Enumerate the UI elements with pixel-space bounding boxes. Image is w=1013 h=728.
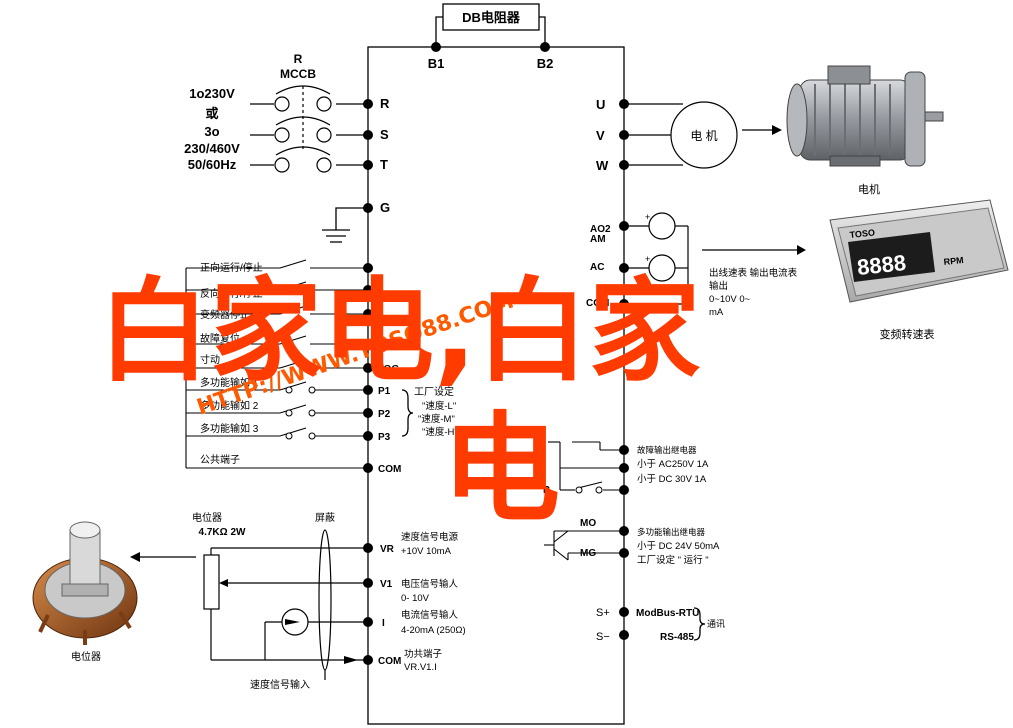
mccb-r-label: R — [294, 52, 303, 66]
v1-line-1: 电压信号输人 — [401, 578, 459, 590]
meter-plus-1: + — [645, 212, 650, 222]
potentiometer-icon — [32, 521, 138, 645]
terminal-s-minus: S− — [596, 631, 610, 643]
digital-inputs: RST JOG P1 P2 P3 COM — [185, 259, 458, 475]
meter-unit: RPM — [943, 255, 964, 267]
meter-caption: 变频转速表 — [880, 327, 935, 341]
terminal-t: T — [380, 157, 388, 172]
potentiometer-caption: 电位器 — [71, 650, 101, 663]
analog-inputs: VR V1 I COM 速度信号电源 +10V 10mA 电压信号输人 0- 1… — [130, 511, 466, 691]
power-line-2: 或 — [205, 106, 218, 121]
watermark-line-2: 电 — [442, 400, 560, 538]
panel-meter-icon: 8888 RPM TOSO — [829, 199, 1009, 303]
input-label-5: 寸动 — [200, 353, 220, 366]
mo-output: MO MG 多功能输出继电器 小于 DC 24V 50mA 工厂设定 " 运行 … — [544, 518, 720, 566]
terminal-g: G — [380, 200, 390, 215]
terminal-b1: B1 — [428, 56, 445, 71]
potentiometer-title: 电位器 — [192, 511, 222, 524]
motor-caption: 电机 — [858, 182, 880, 196]
terminal-com-out: COM — [586, 298, 609, 309]
input-label-2: 反向运行/停止 — [200, 287, 263, 300]
relay-line-1: 小于 AC250V 1A — [637, 459, 709, 470]
potentiometer-spec: 4.7KΩ 2W — [199, 527, 246, 538]
terminal-ac: AC — [590, 262, 604, 273]
terminal-p1: P1 — [378, 386, 391, 397]
mccb-label: MCCB — [280, 67, 316, 81]
v1-line-2: 0- 10V — [401, 593, 430, 604]
terminal-mo: MO — [580, 518, 596, 529]
input-label-6: 多功能输如 1 — [200, 376, 259, 389]
meter-note-1: 出线速表 输出电流表 — [709, 267, 798, 279]
mo-title: 多功能输出继电器 — [637, 527, 706, 537]
motor-output: U V W 电 机 电机 — [596, 65, 944, 196]
watermark: HTTP://WWW.TOSO88.COM 白家电,白家 电 — [98, 267, 701, 538]
i-line-2: 4-20mA (250Ω) — [401, 625, 466, 636]
mo-line-1: 小于 DC 24V 50mA — [637, 541, 720, 552]
factory-setting-title: 工厂设定 — [414, 385, 454, 398]
vr-line-1: 速度信号电源 — [401, 531, 459, 543]
terminal-am: AM — [590, 234, 606, 245]
meter-note-4: mA — [709, 307, 724, 318]
mo-line-2: 工厂设定 " 运行 " — [637, 554, 709, 566]
terminal-u: U — [596, 97, 605, 112]
input-label-9: 公共端子 — [200, 453, 240, 466]
watermark-line-1: 白家电,白家 — [98, 267, 701, 397]
modbus: S+ S− ModBus-RTU RS-485 通讯 — [596, 607, 725, 643]
input-label-8: 多功能输如 3 — [200, 422, 259, 435]
terminal-s-plus: S+ — [596, 607, 610, 619]
terminal-com-in: COM — [378, 464, 401, 475]
db-resistor-label: DB电阻器 — [462, 10, 521, 25]
i-line-1: 电流信号输人 — [401, 609, 459, 621]
terminal-p3: P3 — [378, 432, 391, 443]
terminal-v1: V1 — [380, 579, 393, 590]
power-line-3: 3o — [204, 124, 219, 139]
modbus-label: 通讯 — [707, 619, 725, 629]
power-line-4: 230/460V — [184, 141, 240, 156]
terminal-ao2: AO2 — [590, 224, 611, 235]
input-label-3: 变频器停止 — [200, 308, 250, 321]
relay-line-2: 小于 DC 30V 1A — [637, 474, 707, 485]
relay-output: B 故障输出继电器 小于 AC250V 1A 小于 DC 30V 1A — [543, 441, 709, 496]
meter-plus-2: + — [645, 254, 650, 264]
factory-setting-h: "速度-H" — [422, 426, 458, 438]
meter-note-2: 输出 — [709, 280, 728, 292]
terminal-p2: P2 — [378, 409, 391, 420]
motor-icon — [786, 65, 944, 167]
meter-display: 8888 — [856, 250, 907, 280]
modbus-line-2: RS-485 — [660, 632, 694, 643]
terminal-vr: VR — [380, 544, 395, 555]
terminal-r: R — [380, 96, 390, 111]
terminal-rst: RST — [378, 340, 398, 351]
power-input: R MCCB 1o230V 或 3o 230/460V 50/60Hz R S … — [184, 52, 390, 243]
terminal-com-analog: COM — [378, 656, 401, 667]
power-line-1: 1o230V — [189, 86, 235, 101]
ground-icon — [322, 207, 368, 243]
meter-brand: TOSO — [849, 227, 875, 240]
terminal-jog: JOG — [378, 364, 399, 375]
com-analog-line-2: VR.V1.I — [404, 662, 437, 673]
input-label-1: 正向运行/停止 — [200, 261, 263, 274]
terminal-s: S — [380, 127, 389, 142]
input-label-4: 故障复位 — [200, 332, 240, 345]
db-resistor: DB电阻器 B1 B2 — [428, 3, 554, 71]
relay-title: 故障输出继电器 — [637, 445, 697, 455]
modbus-line-1: ModBus-RTU — [636, 608, 699, 619]
shield-label: 屏蔽 — [315, 512, 335, 524]
motor-circle-label: 电 机 — [690, 129, 717, 143]
speed-signal-input-label: 速度信号输入 — [250, 678, 310, 691]
vr-line-2: +10V 10mA — [401, 546, 452, 557]
factory-setting-l: "速度-L" — [422, 400, 456, 412]
terminal-i: I — [382, 618, 385, 629]
meter-note-3: 0~10V 0~ — [709, 294, 751, 305]
meter-output: AO2 AM AC COM + + 出线速表 输出电流表 输出 0~10V 0~… — [586, 199, 1009, 341]
input-label-7: 多功能输如 2 — [200, 399, 259, 412]
terminal-b2: B2 — [537, 56, 554, 71]
terminal-v: V — [596, 128, 605, 143]
terminal-w: W — [596, 158, 609, 173]
terminal-b: B — [543, 485, 550, 496]
power-line-5: 50/60Hz — [188, 157, 237, 172]
com-analog-line-1: 功共端子 — [404, 648, 443, 660]
factory-setting-m: "速度-M" — [418, 413, 455, 425]
